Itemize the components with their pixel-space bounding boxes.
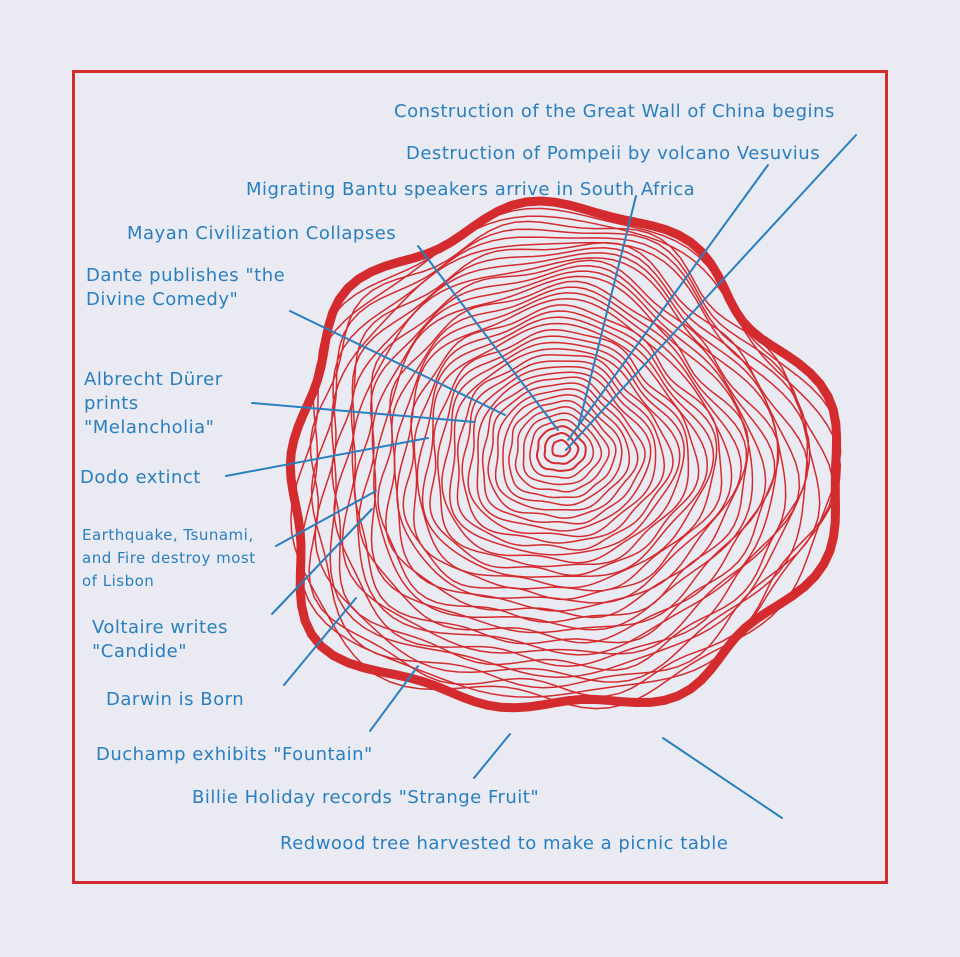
label-dodo: Dodo extinct xyxy=(80,467,201,488)
label-bantu: Migrating Bantu speakers arrive in South… xyxy=(246,179,696,200)
label-darwin: Darwin is Born xyxy=(106,689,245,710)
label-dante-line-2: Divine Comedy" xyxy=(86,289,239,310)
growth-ring xyxy=(308,220,834,697)
growth-ring xyxy=(551,439,572,458)
growth-ring xyxy=(529,418,595,479)
growth-ring xyxy=(456,354,674,551)
label-durer-line-3: "Melancholia" xyxy=(84,417,215,438)
leader-darwin xyxy=(283,597,357,686)
label-durer-line-1: Albrecht Dürer xyxy=(84,369,223,390)
leader-bantu xyxy=(577,195,637,429)
growth-ring xyxy=(370,270,767,634)
leader-great-wall xyxy=(565,134,857,451)
growth-ring xyxy=(448,348,681,556)
label-duchamp: Duchamp exhibits "Fountain" xyxy=(96,744,373,765)
growth-ring xyxy=(314,236,809,683)
growth-ring xyxy=(333,247,801,668)
growth-ring xyxy=(467,365,657,538)
growth-ring xyxy=(421,322,709,578)
growth-ring xyxy=(329,241,811,678)
growth-ring xyxy=(543,432,580,465)
label-lisbon-line-1: Earthquake, Tsunami, xyxy=(82,526,254,544)
leader-duchamp xyxy=(369,665,419,732)
label-mayan: Mayan Civilization Collapses xyxy=(127,223,397,244)
tree-rings xyxy=(285,196,842,713)
label-great-wall: Construction of the Great Wall of China … xyxy=(394,101,835,122)
border-frame xyxy=(72,70,888,884)
growth-ring xyxy=(353,259,780,645)
growth-ring xyxy=(476,371,652,532)
leader-mayan xyxy=(417,245,559,431)
growth-ring xyxy=(298,215,842,698)
growth-ring xyxy=(481,376,646,525)
growth-ring xyxy=(373,275,754,631)
bark-edge xyxy=(285,196,842,713)
growth-ring xyxy=(436,335,690,568)
leader-dodo xyxy=(225,437,429,477)
growth-ring xyxy=(502,394,623,506)
leader-holiday xyxy=(473,733,511,779)
growth-ring xyxy=(396,297,733,604)
growth-ring xyxy=(385,286,748,619)
growth-ring xyxy=(290,207,842,710)
growth-ring xyxy=(413,310,718,592)
leader-dante xyxy=(289,310,506,416)
leader-durer xyxy=(251,402,476,423)
label-lisbon-line-3: of Lisbon xyxy=(82,572,155,590)
label-durer-line-2: prints xyxy=(84,393,139,414)
growth-ring xyxy=(416,316,715,589)
label-redwood: Redwood tree harvested to make a picnic … xyxy=(280,833,729,854)
label-lisbon-line-2: and Fire destroy most xyxy=(82,549,256,567)
label-holiday: Billie Holiday records "Strange Fruit" xyxy=(192,787,540,808)
growth-ring xyxy=(310,228,821,689)
leader-pompeii xyxy=(567,164,769,441)
leader-lisbon xyxy=(275,490,377,547)
growth-ring xyxy=(508,399,617,499)
growth-ring xyxy=(441,341,685,564)
label-voltaire-line-2: "Candide" xyxy=(92,641,187,662)
growth-ring xyxy=(494,388,631,511)
leader-lines xyxy=(225,134,857,819)
label-pompeii: Destruction of Pompeii by volcano Vesuvi… xyxy=(406,143,821,164)
label-dante: Dante publishes "the Divine Comedy" xyxy=(86,264,285,312)
label-durer: Albrecht Dürer prints "Melancholia" xyxy=(84,368,223,440)
growth-ring xyxy=(429,328,700,577)
growth-ring xyxy=(487,382,639,519)
growth-ring xyxy=(358,264,776,644)
label-dante-line-1: Dante publishes "the xyxy=(86,265,286,286)
leader-redwood xyxy=(662,737,783,819)
growth-ring xyxy=(536,425,587,472)
label-lisbon: Earthquake, Tsunami, and Fire destroy mo… xyxy=(82,524,256,593)
growth-ring xyxy=(522,412,603,486)
label-voltaire-line-1: Voltaire writes xyxy=(92,617,228,638)
leader-voltaire xyxy=(271,508,373,615)
growth-ring xyxy=(351,257,779,656)
growth-ring xyxy=(461,360,666,544)
label-voltaire: Voltaire writes "Candide" xyxy=(92,616,228,664)
